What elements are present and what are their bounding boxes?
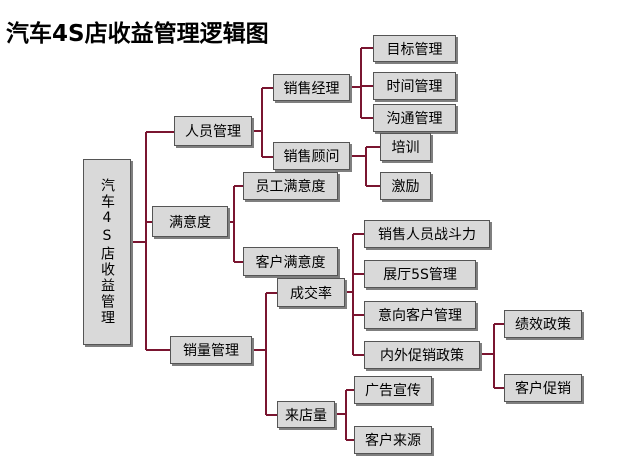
diagram-title: 汽车4S店收益管理逻辑图 (6, 21, 269, 47)
node-sales-management: 销量管理 (170, 336, 252, 364)
node-sales-manager: 销售经理 (273, 74, 350, 101)
node-time-management: 时间管理 (373, 72, 456, 100)
connector-close-rate (345, 233, 364, 356)
node-goal-management: 目标管理 (373, 35, 456, 62)
connector-satisfaction (228, 185, 243, 263)
connector-sales-mgmt (252, 292, 277, 416)
node-showroom-5s: 展厅5S管理 (364, 260, 476, 288)
connector-sales-manager (350, 47, 373, 119)
connector-personnel (252, 87, 273, 158)
node-customer-satisfaction: 客户满意度 (243, 247, 338, 276)
connector-root (131, 131, 174, 351)
node-sales-force: 销售人员战斗力 (364, 220, 490, 248)
node-store-visits: 来店量 (277, 401, 335, 428)
node-close-rate: 成交率 (277, 278, 345, 307)
node-training: 培训 (380, 133, 431, 161)
node-performance-policy: 绩效政策 (504, 310, 582, 338)
node-root: 汽车4S店收益管理 (83, 159, 131, 345)
connector-visits (335, 389, 354, 441)
connector-sales-consultant (350, 146, 380, 187)
node-communication-management: 沟通管理 (373, 104, 456, 132)
node-promotion-policy: 内外促销政策 (364, 341, 480, 369)
node-advertising: 广告宣传 (354, 376, 432, 404)
node-incentive: 激励 (380, 172, 431, 200)
node-employee-satisfaction: 员工满意度 (243, 172, 338, 200)
node-personnel-management: 人员管理 (174, 116, 252, 146)
node-customer-source: 客户来源 (354, 426, 432, 454)
node-satisfaction: 满意度 (152, 206, 228, 237)
connector-promo-policy (480, 323, 504, 389)
node-sales-consultant: 销售顾问 (273, 142, 350, 170)
node-customer-promotion: 客户促销 (504, 374, 582, 402)
node-prospect-management: 意向客户管理 (364, 301, 476, 329)
